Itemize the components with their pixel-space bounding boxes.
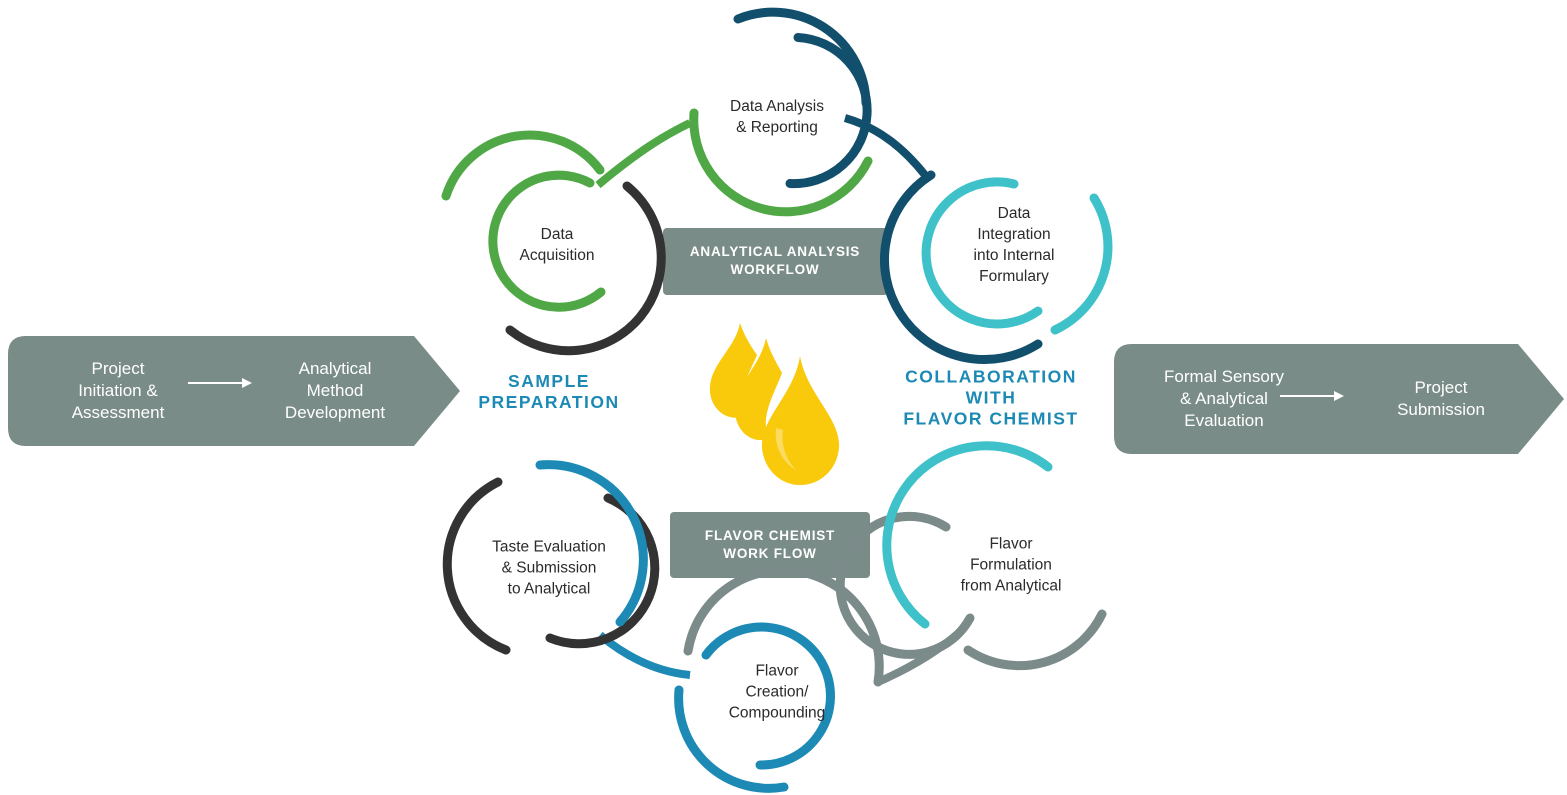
right-chevron-step2: Project Submission: [1397, 378, 1485, 419]
flavor-drops-icon: [709, 323, 840, 485]
right-arrow-icon: [1280, 391, 1344, 401]
data-analysis-label: Data Analysis & Reporting: [730, 98, 824, 136]
node-flavor-creation: [674, 565, 884, 793]
analytical-workflow-box: [663, 228, 888, 295]
node-taste-evaluation: [442, 460, 660, 655]
sample-preparation-label: SAMPLE PREPARATION: [478, 371, 620, 412]
analytical-workflow-title: ANALYTICAL ANALYSIS WORKFLOW: [689, 244, 861, 277]
node-data-acquisition: [441, 130, 666, 356]
right-chevron-step1: Formal Sensory & Analytical Evaluation: [1164, 367, 1284, 430]
data-integration-label: Data Integration into Internal Formulary: [973, 205, 1055, 285]
right-process-chevron: [1114, 344, 1564, 454]
connector-green: [595, 119, 692, 189]
left-process-chevron: [8, 336, 460, 446]
data-acquisition-label: Data Acquisition: [519, 226, 595, 264]
connector-blue: [597, 631, 691, 679]
collaboration-label: COLLABORATION WITH FLAVOR CHEMIST: [903, 366, 1079, 429]
right-arrow-icon: [188, 378, 252, 388]
flavor-chemist-workflow-title: FLAVOR CHEMIST WORK FLOW: [704, 528, 836, 561]
left-chevron-step2: Analytical Method Development: [284, 359, 386, 422]
node-data-integration: [879, 170, 1113, 365]
flavor-formulation-label: Flavor Formulation from Analytical: [960, 535, 1062, 595]
flavor-creation-label: Flavor Creation/ Compounding: [728, 662, 826, 722]
flavor-chemist-workflow-box: [670, 512, 870, 578]
connector-navy: [843, 114, 929, 178]
node-data-analysis: [689, 7, 873, 217]
taste-evaluation-label: Taste Evaluation & Submission to Analyti…: [492, 538, 606, 598]
left-chevron-step1: Project Initiation & Assessment: [71, 359, 165, 422]
node-flavor-formulation: [835, 441, 1107, 671]
